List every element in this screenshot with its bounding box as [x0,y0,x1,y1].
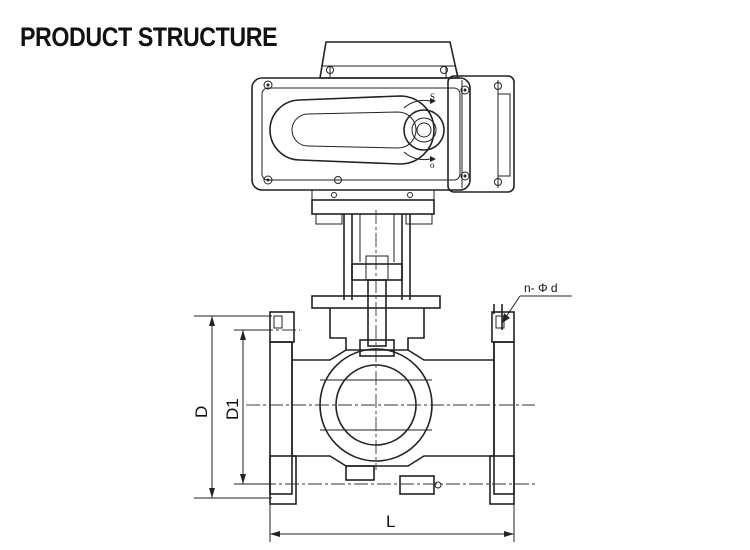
mounting-bracket [311,199,441,347]
indicator-open-label: o [430,160,435,170]
actuator-housing [251,66,515,201]
indicator-shut-label: S [430,92,435,102]
actuator-cover [319,41,459,79]
bolt-holes-label: n- Φ d [524,281,558,295]
dimension-l-label: L [386,512,395,531]
dimension-lines [194,295,572,542]
dimension-d-label: D [192,406,211,418]
dimension-d1-label: D1 [223,398,242,420]
center-lines [236,210,535,485]
valve-body [269,304,515,505]
page-title: PRODUCT STRUCTURE [20,22,278,52]
